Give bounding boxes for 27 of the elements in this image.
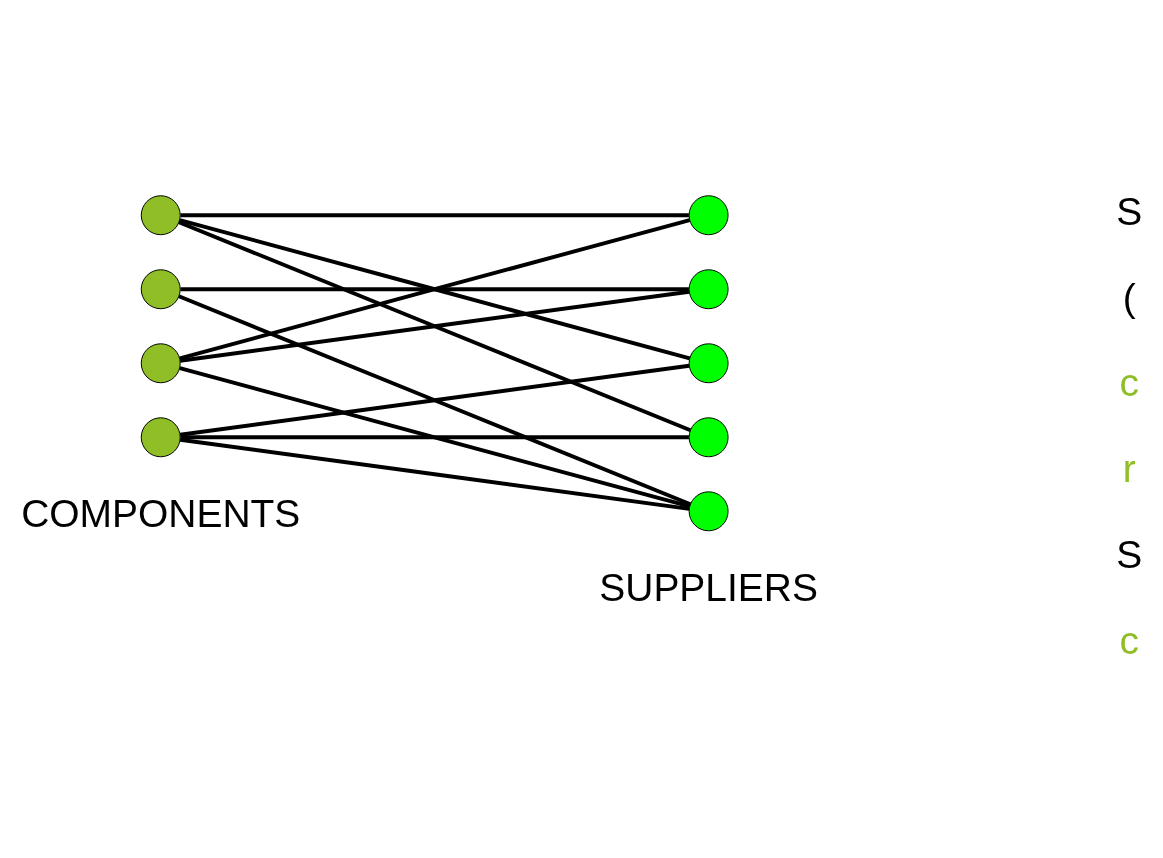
node-circle (140, 416, 181, 457)
node-circle (688, 416, 729, 457)
label: c (1119, 360, 1140, 404)
label: ( (1122, 275, 1136, 319)
node-circle (688, 342, 729, 383)
connector (180, 286, 689, 291)
node-circle (688, 194, 729, 235)
connector (179, 437, 690, 511)
connector (180, 434, 689, 439)
node-circle (688, 268, 729, 309)
label: c (1119, 618, 1140, 662)
label: SUPPLIERS (599, 565, 818, 609)
connector (179, 365, 691, 508)
node-circle (140, 342, 181, 383)
connector (179, 217, 691, 360)
connector (179, 363, 690, 437)
node-circle (140, 268, 181, 309)
node-circle (688, 490, 729, 531)
label: r (1122, 446, 1136, 490)
label: S (1116, 532, 1143, 576)
label: S (1116, 189, 1143, 233)
connector (178, 293, 692, 506)
connector (180, 212, 689, 217)
label: COMPONENTS (21, 491, 301, 535)
connector (178, 219, 692, 432)
connector (179, 289, 690, 363)
node-circle (140, 194, 181, 235)
